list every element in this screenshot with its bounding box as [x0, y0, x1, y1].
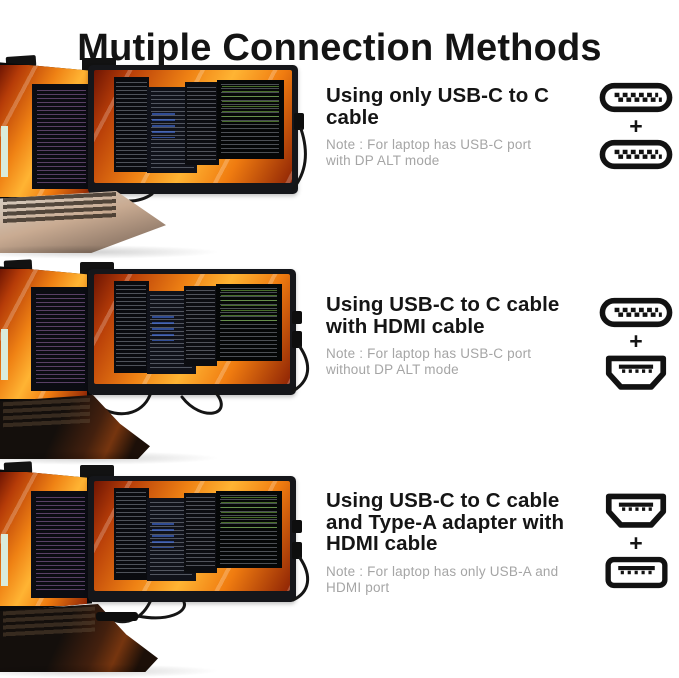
- code-window: [184, 286, 218, 367]
- code-window: [31, 287, 90, 391]
- method-note: Note : For laptop has only USB-A and HDM…: [326, 563, 559, 595]
- usb-c-connector-icon: [599, 139, 673, 170]
- connection-method-row-1: Using only USB-C to C cable Note : For l…: [0, 54, 679, 259]
- laptop-screen: [0, 469, 92, 612]
- connection-method-row-2: Using USB-C to C cable with HDMI cable N…: [0, 255, 679, 465]
- method-note: Note : For laptop has USB-C port with DP…: [326, 137, 532, 168]
- ground-shadow: [0, 664, 220, 678]
- method-heading: Using only USB-C to C cable: [326, 84, 550, 129]
- app-window: [0, 126, 9, 178]
- code-window: [184, 493, 218, 574]
- monitor-screen: [94, 274, 290, 384]
- connector-icons: +: [596, 297, 676, 392]
- hdmi-connector-icon: [605, 493, 667, 528]
- plus-sign: +: [629, 113, 643, 139]
- product-photo-usbc-hdmi: [0, 255, 320, 465]
- page-title: Mutiple Connection Methods: [77, 27, 602, 70]
- portable-monitor: [88, 65, 298, 194]
- type-a-adapter: [96, 612, 138, 621]
- plus-sign: +: [629, 530, 643, 556]
- hdmi-plug: [292, 542, 302, 559]
- code-window: [216, 80, 285, 160]
- usb-c-connector-icon: [599, 297, 673, 328]
- monitor-screen: [94, 481, 290, 591]
- code-window: [113, 76, 150, 172]
- laptop-screen: [0, 62, 94, 203]
- code-window: [113, 487, 149, 580]
- plus-sign: +: [629, 328, 643, 354]
- portable-monitor: [88, 476, 296, 602]
- ground-shadow: [0, 451, 220, 465]
- method-text: Using only USB-C to C cable Note : For l…: [326, 85, 588, 169]
- app-window: [0, 534, 9, 587]
- product-photo-usba-hdmi: [0, 460, 320, 678]
- laptop-screen: [0, 266, 92, 405]
- connection-method-row-3: Using USB-C to C cable and Type-A adapte…: [0, 460, 679, 678]
- app-window: [0, 329, 9, 380]
- usb-c-connector-icon: [599, 82, 673, 113]
- portable-monitor: [88, 269, 296, 395]
- usb-a-connector-icon: [604, 556, 668, 589]
- usb-plug: [292, 520, 302, 533]
- code-window: [215, 490, 283, 568]
- usb-plug: [294, 113, 304, 130]
- method-heading: Using USB-C to C cable with HDMI cable: [326, 293, 560, 338]
- connector-icons: +: [596, 492, 676, 589]
- method-text: Using USB-C to C cable with HDMI cable N…: [326, 294, 588, 378]
- connector-icons: +: [596, 82, 676, 170]
- product-photo-usbc-only: [0, 54, 320, 259]
- monitor-screen: [94, 70, 292, 183]
- hdmi-connector-icon: [605, 355, 667, 390]
- ground-shadow: [0, 245, 220, 259]
- code-window: [185, 82, 219, 165]
- method-note: Note : For laptop has USB-C port without…: [326, 346, 532, 377]
- method-text: Using USB-C to C cable and Type-A adapte…: [326, 490, 588, 596]
- method-heading: Using USB-C to C cable and Type-A adapte…: [326, 489, 565, 555]
- usb-plug: [292, 311, 302, 324]
- hdmi-plug: [292, 331, 302, 348]
- code-window: [31, 491, 90, 598]
- code-window: [215, 283, 283, 361]
- code-window: [113, 280, 149, 373]
- code-window: [31, 83, 92, 189]
